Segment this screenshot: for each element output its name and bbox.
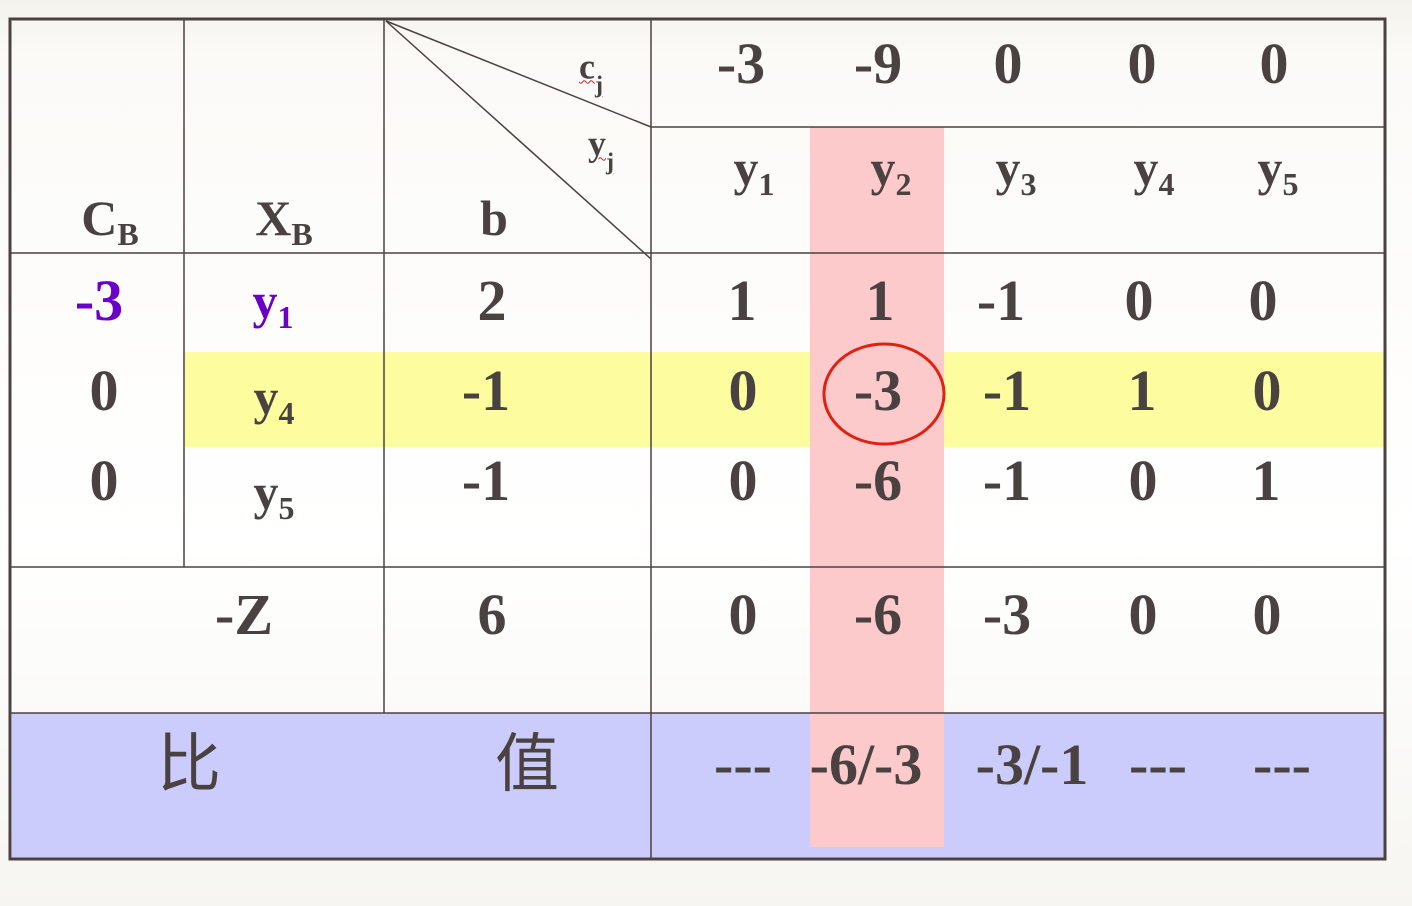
diagonal-line-upper <box>385 20 652 128</box>
row-cb: -3 <box>74 268 124 333</box>
row-coeff: 1 <box>1251 448 1281 513</box>
cj-value: 0 <box>1127 31 1157 96</box>
yj-label: yj <box>588 123 614 176</box>
ratio-label-right: 值 <box>495 728 559 802</box>
row-coeff: 0 <box>728 448 758 513</box>
row-coeff: 0 <box>1124 268 1154 333</box>
ratio-value: --- <box>1129 732 1187 797</box>
pivot-element-circle <box>822 342 946 446</box>
objective-coeff: 0 <box>728 582 758 647</box>
objective-coeff: 0 <box>1252 582 1282 647</box>
row-coeff: -1 <box>976 268 1026 333</box>
diagonal-line-lower <box>385 20 652 260</box>
objective-b: 6 <box>477 582 507 647</box>
b-header: b <box>480 190 508 246</box>
row-basis-var: y1 <box>252 273 294 335</box>
var-header: y1 <box>733 140 775 202</box>
ratio-row-background <box>12 713 1384 859</box>
var-header: y3 <box>995 140 1037 202</box>
ratio-value: -3/-1 <box>975 732 1089 797</box>
cj-value: 0 <box>1259 31 1289 96</box>
row-coeff: 0 <box>1248 268 1278 333</box>
row-coeff: 1 <box>727 268 757 333</box>
row-coeff: 1 <box>1127 358 1157 423</box>
ratio-value: --- <box>1253 732 1311 797</box>
pivot-row-background <box>185 352 1384 447</box>
row-cb: 0 <box>89 358 119 423</box>
row-coeff: -1 <box>982 358 1032 423</box>
var-header: y5 <box>1257 140 1299 202</box>
cj-value: 0 <box>993 31 1023 96</box>
ratio-label-left: 比 <box>157 728 221 802</box>
cj-label: cj <box>579 46 603 99</box>
objective-coeff: -3 <box>982 582 1032 647</box>
row-coeff: 1 <box>865 268 895 333</box>
cb-header: CB <box>81 190 139 252</box>
row-coeff: 0 <box>1252 358 1282 423</box>
row-b: 2 <box>477 268 507 333</box>
cj-value: -3 <box>716 31 766 96</box>
row-b: -1 <box>461 448 511 513</box>
row-coeff: 0 <box>728 358 758 423</box>
pivot-column-background <box>810 127 944 847</box>
row-basis-var: y4 <box>253 369 295 431</box>
cj-value: -9 <box>853 31 903 96</box>
xb-header: XB <box>255 190 313 252</box>
row-coeff: 0 <box>1128 448 1158 513</box>
row-cb: 0 <box>89 448 119 513</box>
row-coeff: -6 <box>853 448 903 513</box>
objective-coeff: 0 <box>1128 582 1158 647</box>
pivot-element: -3 <box>853 358 903 423</box>
objective-label: -Z <box>215 582 273 647</box>
ratio-value: -6/-3 <box>809 732 923 797</box>
objective-coeff: -6 <box>853 582 903 647</box>
row-basis-var: y5 <box>253 464 295 526</box>
var-header: y4 <box>1133 140 1175 202</box>
row-b: -1 <box>461 358 511 423</box>
var-header: y2 <box>870 140 912 202</box>
row-coeff: -1 <box>982 448 1032 513</box>
ratio-value: --- <box>714 732 772 797</box>
